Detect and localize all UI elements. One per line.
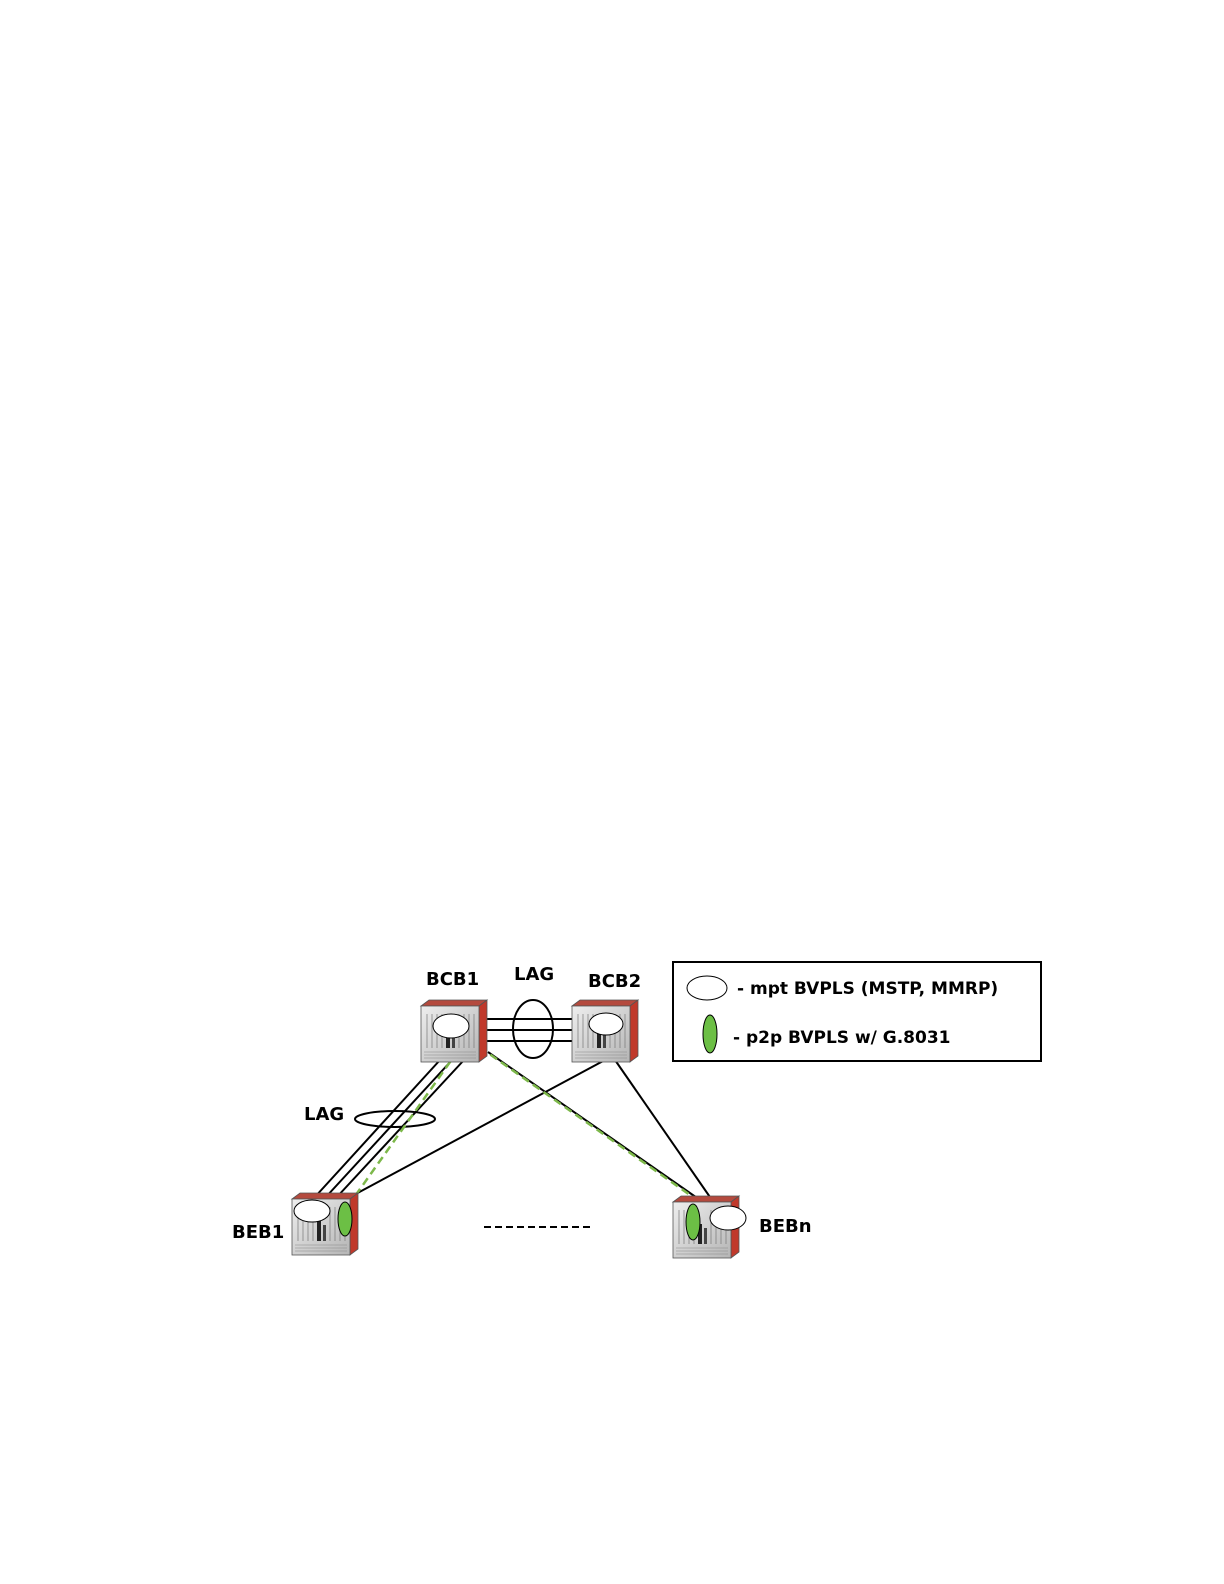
beb1-label: BEB1 <box>232 1222 284 1243</box>
lag-label-top: LAG <box>514 964 554 985</box>
lag-ring-left <box>355 1111 435 1127</box>
legend: - mpt BVPLS (MSTP, MMRP) - p2p BVPLS w/ … <box>673 962 1041 1061</box>
link-bcb2-bebn <box>615 1060 712 1200</box>
beb1-switch-icon <box>292 1193 358 1255</box>
bebn-label: BEBn <box>759 1216 812 1237</box>
mpt-legend-icon <box>687 976 727 1000</box>
p2p-legend-icon <box>703 1015 717 1053</box>
bcb1-switch-icon <box>421 1000 487 1062</box>
bcb1-label: BCB1 <box>426 969 479 990</box>
lag-link-bcb1-bcb2 <box>486 1019 573 1041</box>
bcb2-label: BCB2 <box>588 971 641 992</box>
legend-p2p-text: - p2p BVPLS w/ G.8031 <box>733 1028 951 1048</box>
lag-link-bcb1-beb1 <box>314 1060 464 1198</box>
bebn-switch-icon <box>673 1196 746 1258</box>
bcb2-switch-icon <box>572 1000 638 1062</box>
link-bcb1-bebn <box>488 1052 700 1200</box>
lag-label-left: LAG <box>304 1104 344 1125</box>
legend-mpt-text: - mpt BVPLS (MSTP, MMRP) <box>737 979 998 999</box>
